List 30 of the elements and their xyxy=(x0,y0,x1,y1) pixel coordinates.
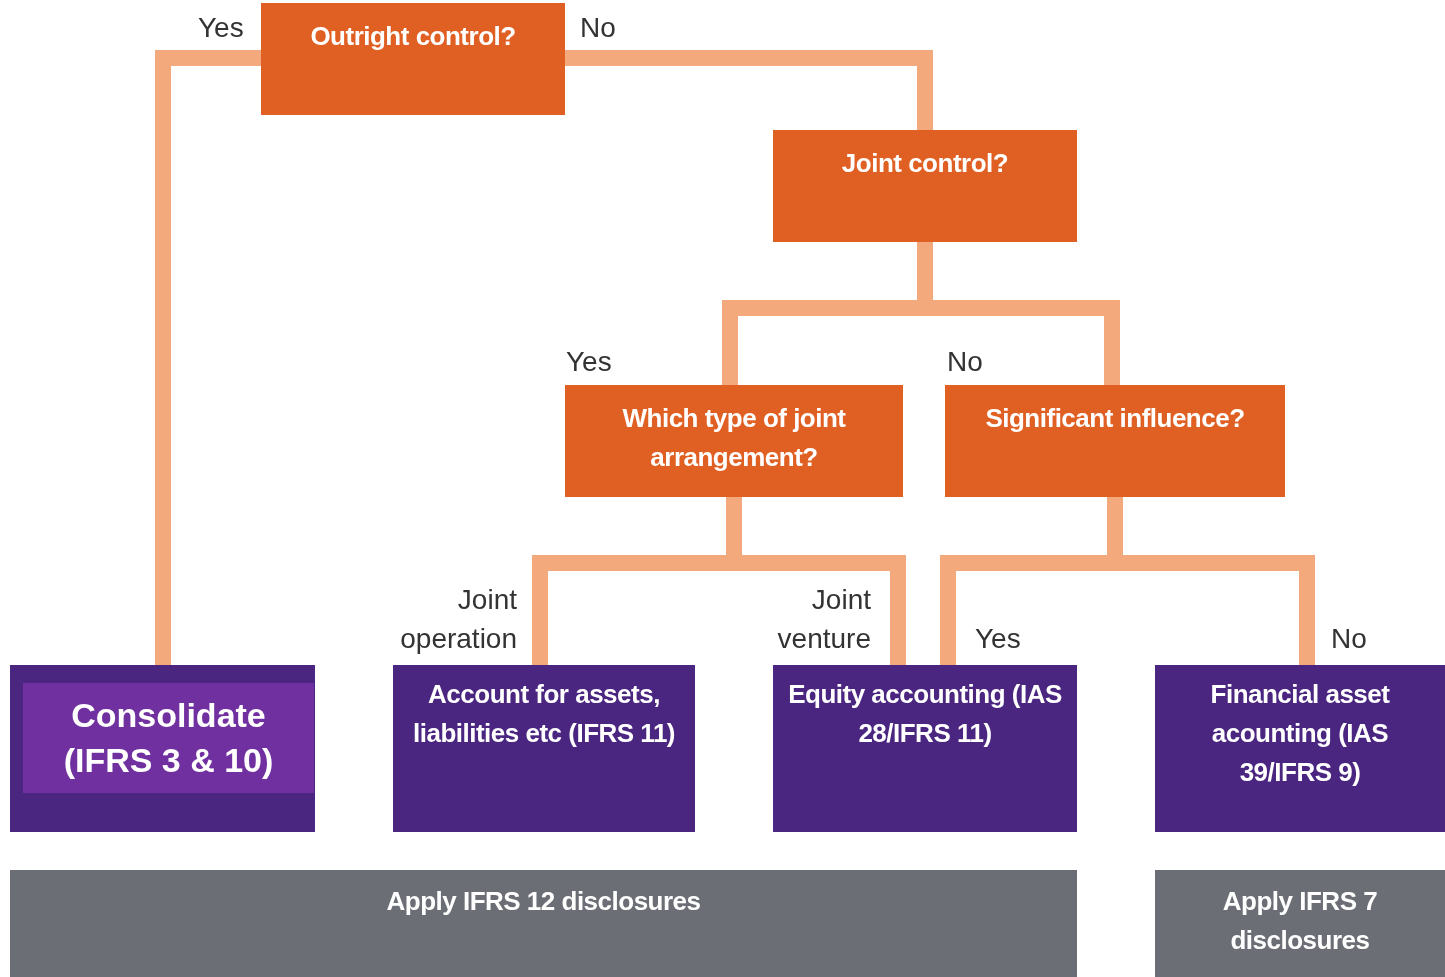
box-label: Apply IFRS 7 disclosures xyxy=(1221,885,1379,957)
box-label: Apply IFRS 12 disclosures xyxy=(386,885,701,918)
decision-box xyxy=(565,385,903,497)
decision-box xyxy=(945,385,1285,497)
outcome-box xyxy=(10,665,315,832)
decision-box xyxy=(261,3,565,115)
edge-label: Joint operation xyxy=(399,583,517,656)
outcome-box xyxy=(393,665,695,832)
box-label: Account for assets, liabilities etc (IFRS 11) xyxy=(411,678,676,750)
box-label: Outright control? xyxy=(310,20,516,53)
disclosure-bar xyxy=(10,870,1077,977)
edge-label: Yes xyxy=(566,345,612,379)
box-label: Equity accounting (IAS 28/IFRS 11) xyxy=(787,678,1063,750)
box-label: Joint control? xyxy=(841,147,1009,180)
connector-line xyxy=(155,50,261,665)
connector-line xyxy=(565,50,933,130)
box-label: Financial asset acounting (IAS 39/IFRS 9) xyxy=(1209,678,1391,789)
highlight-label: Consolidate (IFRS 3 & 10) xyxy=(23,683,314,793)
edge-label: No xyxy=(947,345,983,379)
outcome-box xyxy=(773,665,1077,832)
disclosure-bar xyxy=(1155,870,1445,977)
edge-label: Yes xyxy=(198,11,244,45)
edge-label: Joint venture xyxy=(776,583,871,656)
edge-label: Yes xyxy=(975,622,1021,656)
edge-label: No xyxy=(580,11,616,45)
outcome-box xyxy=(1155,665,1445,832)
decision-box xyxy=(773,130,1077,242)
box-label: Which type of joint arrangement? xyxy=(621,402,847,474)
edge-label: No xyxy=(1331,622,1367,656)
box-label: Significant influence? xyxy=(985,402,1245,435)
